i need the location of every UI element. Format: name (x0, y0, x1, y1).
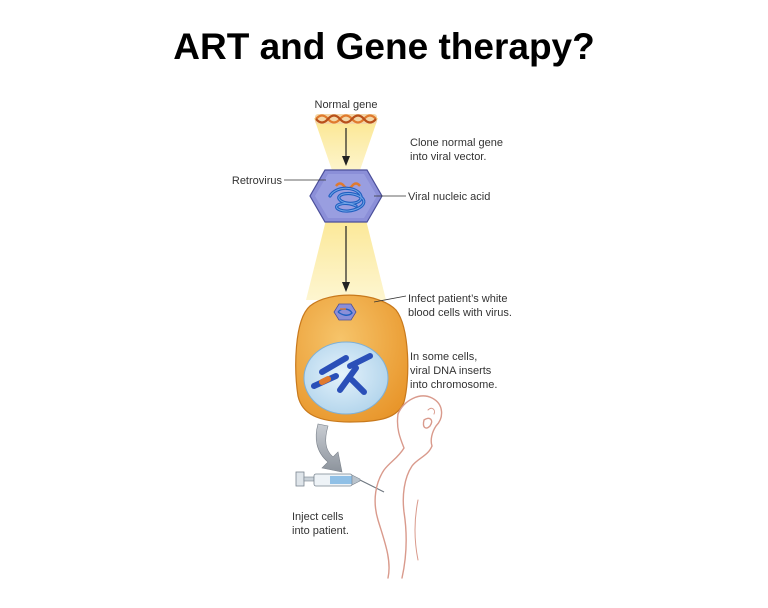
label-insert-line3: into chromosome. (410, 379, 497, 391)
label-infect-line1: Infect patient’s white (408, 293, 507, 305)
arrow-down-icon (342, 282, 350, 292)
patient-outline (374, 395, 443, 579)
label-retrovirus: Retrovirus (232, 175, 283, 187)
label-inject-line1: Inject cells (292, 511, 344, 523)
label-clone-line1: Clone normal gene (410, 137, 503, 149)
label-insert-line2: viral DNA inserts (410, 365, 492, 377)
white-blood-cell (295, 294, 409, 423)
normal-gene-icon (315, 114, 377, 124)
label-viral-nucleic-acid: Viral nucleic acid (408, 191, 490, 203)
slide-title: ART and Gene therapy? (173, 26, 595, 67)
retrovirus-icon (309, 169, 383, 223)
label-infect-line2: blood cells with virus. (408, 307, 512, 319)
small-virus-icon (333, 303, 357, 321)
label-insert-line1: In some cells, (410, 351, 477, 363)
label-normal-gene: Normal gene (315, 99, 378, 111)
arrow-down-icon (342, 156, 350, 166)
curved-arrow-icon (315, 423, 343, 473)
label-clone-line2: into viral vector. (410, 151, 486, 163)
syringe-icon (295, 471, 385, 493)
chromosome-icon (311, 353, 373, 395)
label-inject-line2: into patient. (292, 525, 349, 537)
